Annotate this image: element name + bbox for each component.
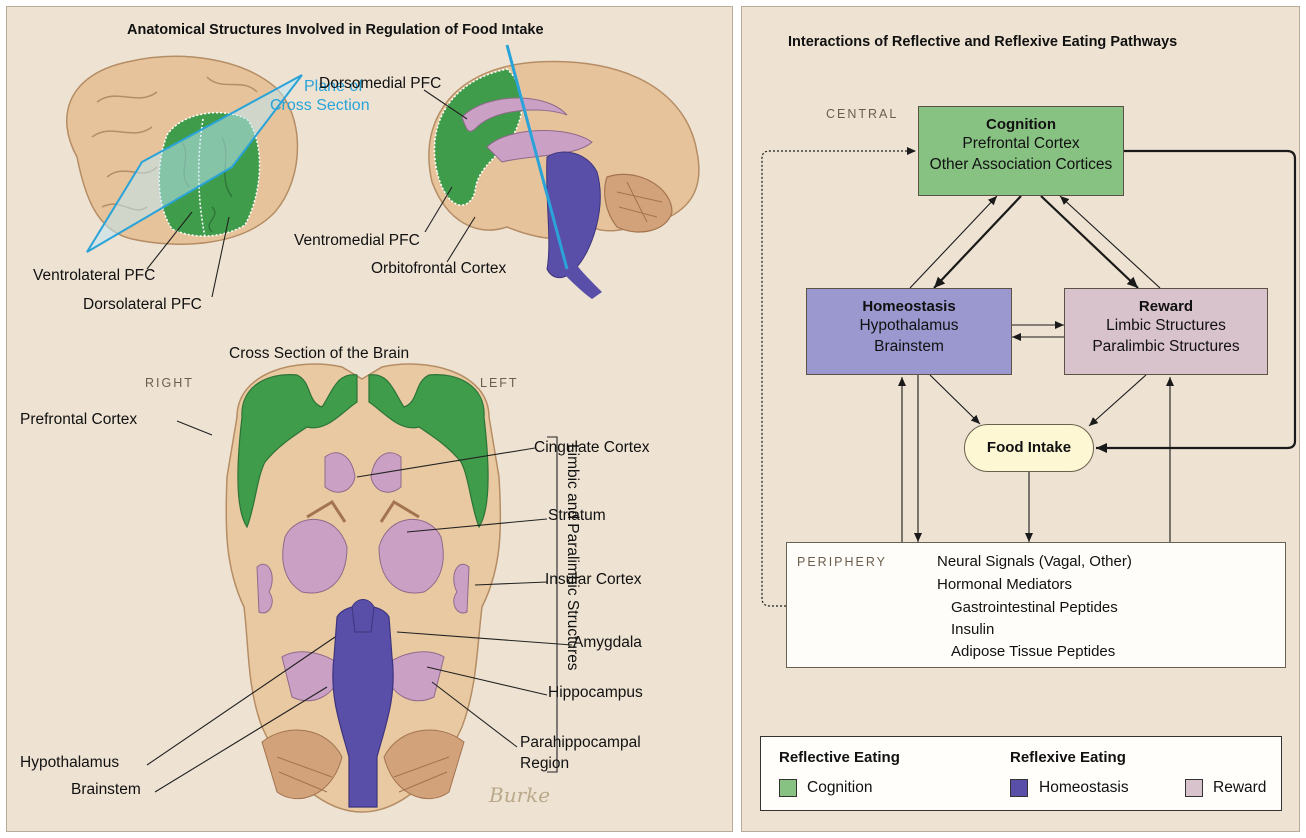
legend-swatch-cognition [779,779,797,797]
cognition-box: Cognition Prefrontal Cortex Other Associ… [918,106,1124,196]
reward-line1: Limbic Structures [1065,315,1267,336]
label-cingulate-cortex: Cingulate Cortex [534,439,649,457]
food-intake-label: Food Intake [965,425,1093,471]
homeostasis-line1: Hypothalamus [807,315,1011,336]
cross-section-title: Cross Section of the Brain [229,345,409,363]
label-ventromedial-pfc: Ventromedial PFC [294,232,420,250]
label-dorsomedial-pfc: Dorsomedial PFC [319,75,441,93]
reward-box: Reward Limbic Structures Paralimbic Stru… [1064,288,1268,375]
label-dorsolateral-pfc: Dorsolateral PFC [83,296,202,314]
anatomy-title: Anatomical Structures Involved in Regula… [127,22,544,38]
artist-signature: Burke [489,783,550,807]
homeostasis-box: Homeostasis Hypothalamus Brainstem [806,288,1012,375]
label-right: RIGHT [145,376,194,390]
reward-title: Reward [1065,298,1267,315]
label-limbic-bracket: Limbic and Paralimbic Structures [563,444,581,774]
legend-reflective-title: Reflective Eating [779,749,900,766]
periphery-line-insulin: Insulin [951,621,994,638]
label-prefrontal-cortex: Prefrontal Cortex [20,411,137,429]
homeostasis-line2: Brainstem [807,336,1011,357]
central-label: CENTRAL [826,107,898,121]
anatomy-panel: Anatomical Structures Involved in Regula… [6,6,733,832]
legend-swatch-homeostasis [1010,779,1028,797]
legend: Reflective Eating Reflexive Eating Cogni… [760,736,1282,811]
cognition-line1: Prefrontal Cortex [919,133,1123,154]
periphery-line-neural: Neural Signals (Vagal, Other) [937,553,1132,570]
periphery-line-adipose: Adipose Tissue Peptides [951,643,1115,660]
label-orbitofrontal-cortex: Orbitofrontal Cortex [371,260,506,278]
label-hypothalamus: Hypothalamus [20,754,119,772]
label-brainstem: Brainstem [71,781,141,799]
label-amygdala: Amygdala [573,634,642,652]
periphery-line-hormonal: Hormonal Mediators [937,576,1072,593]
periphery-box: PERIPHERY Neural Signals (Vagal, Other) … [786,542,1286,668]
plane-label-line2: Cross Section [270,97,370,115]
pathways-panel: Interactions of Reflective and Reflexive… [741,6,1300,832]
homeostasis-title: Homeostasis [807,298,1011,315]
legend-label-reward: Reward [1213,779,1266,797]
periphery-line-gastro: Gastrointestinal Peptides [951,599,1118,616]
label-ventrolateral-pfc: Ventrolateral PFC [33,267,155,285]
legend-reflexive-title: Reflexive Eating [1010,749,1126,766]
cognition-title: Cognition [919,116,1123,133]
periphery-label: PERIPHERY [797,555,887,569]
reward-line2: Paralimbic Structures [1065,336,1267,357]
cognition-line2: Other Association Cortices [919,154,1123,175]
pathways-title: Interactions of Reflective and Reflexive… [788,34,1177,50]
legend-label-homeostasis: Homeostasis [1039,779,1129,797]
food-intake-node: Food Intake [964,424,1094,472]
lateral-brain-view [67,56,302,252]
label-insular-cortex: Insular Cortex [545,571,641,589]
coronal-cross-section [226,364,500,812]
label-left: LEFT [480,376,519,390]
label-parahippocampal-line2: Region [520,755,569,773]
legend-label-cognition: Cognition [807,779,873,797]
legend-swatch-reward [1185,779,1203,797]
